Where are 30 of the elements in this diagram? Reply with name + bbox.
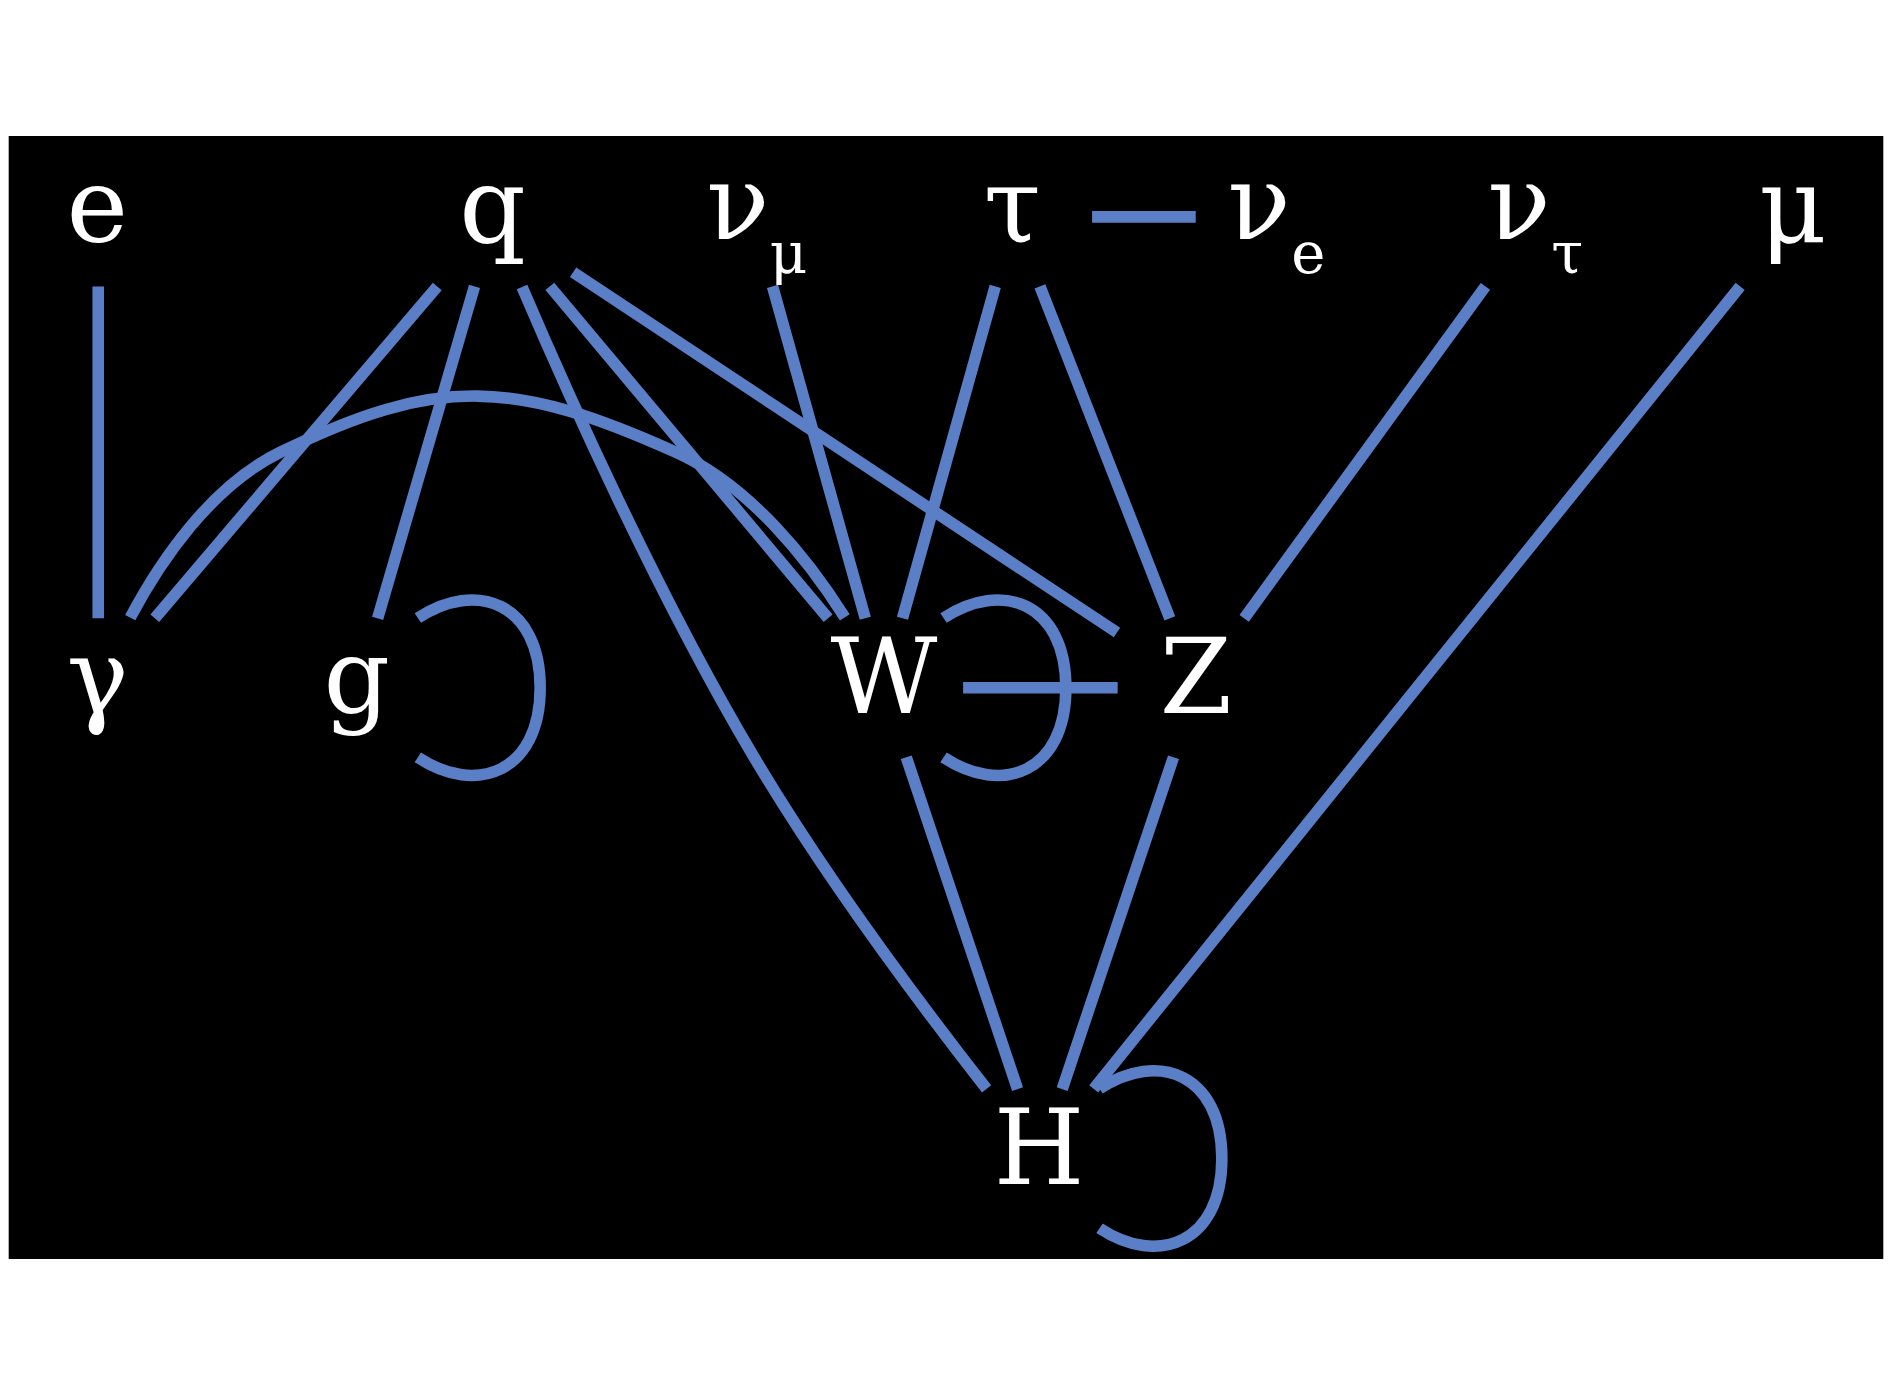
connector bbox=[1092, 211, 1196, 223]
connector bbox=[125, 390, 850, 621]
node-text: e bbox=[66, 145, 128, 268]
node-text: W bbox=[830, 616, 938, 739]
connector bbox=[150, 282, 442, 623]
connector bbox=[1056, 755, 1179, 1091]
connector bbox=[545, 282, 833, 622]
connector bbox=[1239, 283, 1491, 622]
connector bbox=[1096, 1065, 1228, 1252]
node-text: ν$_{τ}$ bbox=[1487, 142, 1584, 288]
connector bbox=[767, 284, 871, 620]
node-text: ν$_{e}$ bbox=[1227, 142, 1326, 288]
node-text: q bbox=[459, 145, 526, 268]
connector bbox=[415, 594, 546, 782]
connector bbox=[940, 594, 1072, 782]
node-text: H bbox=[993, 1086, 1085, 1209]
connector bbox=[900, 755, 1024, 1091]
connector bbox=[92, 286, 104, 619]
connector bbox=[569, 267, 1121, 638]
node-text: g bbox=[323, 616, 391, 739]
node-text: ν$_{μ}$ bbox=[706, 142, 808, 288]
node-text: γ bbox=[66, 616, 129, 739]
node-text: τ bbox=[983, 145, 1042, 268]
connector bbox=[516, 284, 992, 1093]
connector bbox=[1089, 282, 1745, 1093]
node-text: μ bbox=[1759, 145, 1827, 268]
connector bbox=[1034, 284, 1176, 621]
node-text: Z bbox=[1159, 616, 1232, 739]
connector bbox=[372, 284, 481, 620]
connector bbox=[896, 284, 1001, 620]
